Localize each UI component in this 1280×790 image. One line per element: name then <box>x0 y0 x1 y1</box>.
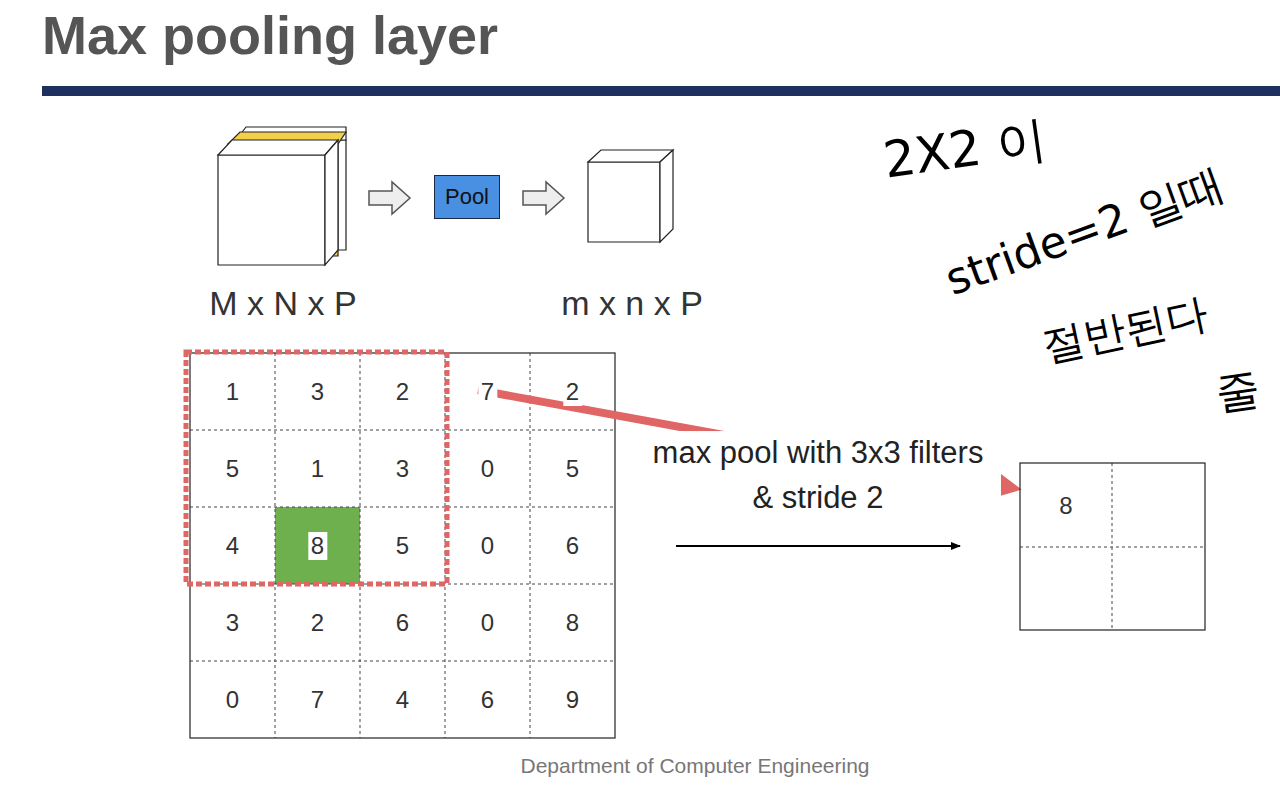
title-bar <box>42 86 1280 96</box>
pool-box: Pool <box>434 175 500 219</box>
dimension-label: M x N x P <box>206 284 359 323</box>
table-cell: 1 <box>308 455 327 483</box>
table-cell: 0 <box>223 686 242 714</box>
table-cell: 5 <box>563 455 582 483</box>
table-cell: 2 <box>393 378 412 406</box>
table-cell: 6 <box>563 532 582 560</box>
flow-arrow <box>369 182 410 214</box>
table-cell: 0 <box>478 532 497 560</box>
table-cell: 5 <box>393 532 412 560</box>
table-cell: 0 <box>478 609 497 637</box>
table-cell: 8 <box>1056 492 1075 520</box>
handwritten-note: 줄 <box>1209 359 1267 424</box>
output-grid <box>1020 463 1205 630</box>
table-cell: 6 <box>478 686 497 714</box>
flow-arrow <box>523 182 564 214</box>
table-cell: 7 <box>308 686 327 714</box>
table-cell: 4 <box>393 686 412 714</box>
footer-text: Department of Computer Engineering <box>517 754 872 778</box>
input-volume <box>218 127 346 265</box>
output-volume <box>588 150 673 242</box>
table-cell: 5 <box>223 455 242 483</box>
table-cell: 1 <box>223 378 242 406</box>
table-cell: 3 <box>393 455 412 483</box>
dimension-label: m x n x P <box>558 284 706 323</box>
handwritten-note: 절반된다 <box>1034 285 1216 376</box>
table-cell: 2 <box>563 378 582 406</box>
table-cell: 4 <box>223 532 242 560</box>
table-cell: 6 <box>393 609 412 637</box>
table-cell: 2 <box>308 609 327 637</box>
table-cell: 8 <box>308 532 327 560</box>
handwritten-note: 2X2 이 <box>876 105 1053 195</box>
table-cell: 9 <box>563 686 582 714</box>
table-cell: 0 <box>478 455 497 483</box>
table-cell: 8 <box>563 609 582 637</box>
slide-title: Max pooling layer <box>42 4 498 66</box>
table-cell: 7 <box>478 378 497 406</box>
table-cell: 3 <box>223 609 242 637</box>
box-label: Pool <box>445 184 489 210</box>
operation-arrow <box>676 545 960 547</box>
input-grid <box>190 353 615 738</box>
pool-window <box>186 352 447 584</box>
table-cell: 3 <box>308 378 327 406</box>
operation-note: max pool with 3x3 filters & stride 2 <box>635 431 1001 521</box>
